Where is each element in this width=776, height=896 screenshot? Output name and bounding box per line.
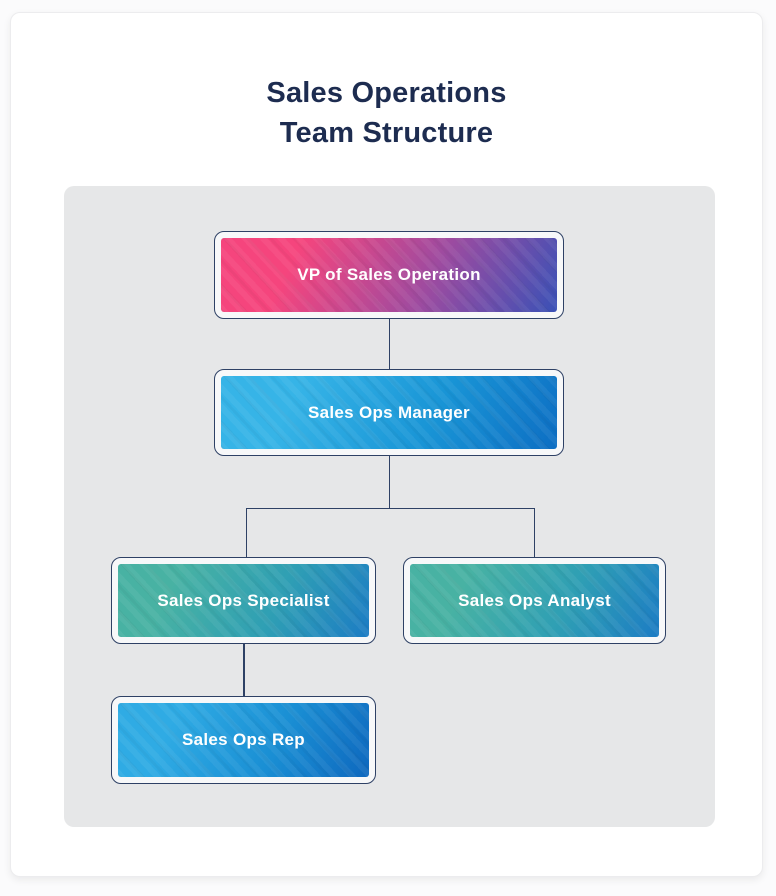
connector-vp-to-manager [388,319,390,369]
org-node-rep-fill: Sales Ops Rep [118,703,369,777]
connector-specialist-to-rep [243,644,245,696]
infographic-card: Sales Operations Team Structure VP of Sa… [10,12,763,877]
org-node-vp-of-sales-operation: VP of Sales Operation [214,231,564,319]
org-node-sales-ops-analyst: Sales Ops Analyst [403,557,666,644]
org-chart-panel: VP of Sales Operation Sales Ops Manager … [64,186,715,827]
connector-manager-to-specialist [245,508,247,557]
page-title: Sales Operations Team Structure [11,73,762,153]
connector-manager-to-analyst [533,508,535,557]
connector-manager-stem [388,456,390,508]
org-node-manager-fill: Sales Ops Manager [221,376,557,449]
org-node-sales-ops-specialist: Sales Ops Specialist [111,557,376,644]
org-node-specialist-label: Sales Ops Specialist [157,590,330,610]
org-node-vp-label: VP of Sales Operation [297,265,481,284]
org-node-vp-fill: VP of Sales Operation [221,238,557,312]
org-node-rep-label: Sales Ops Rep [182,730,305,749]
org-node-analyst-fill: Sales Ops Analyst [410,564,659,637]
org-node-analyst-label: Sales Ops Analyst [458,590,611,610]
connector-branch-horizontal [245,507,535,509]
org-node-specialist-fill: Sales Ops Specialist [118,564,369,637]
org-node-sales-ops-manager: Sales Ops Manager [214,369,564,456]
org-node-sales-ops-rep: Sales Ops Rep [111,696,376,784]
page-title-line-2: Team Structure [279,117,494,149]
org-node-manager-label: Sales Ops Manager [308,402,470,422]
page-title-line-1: Sales Operations [266,77,507,109]
